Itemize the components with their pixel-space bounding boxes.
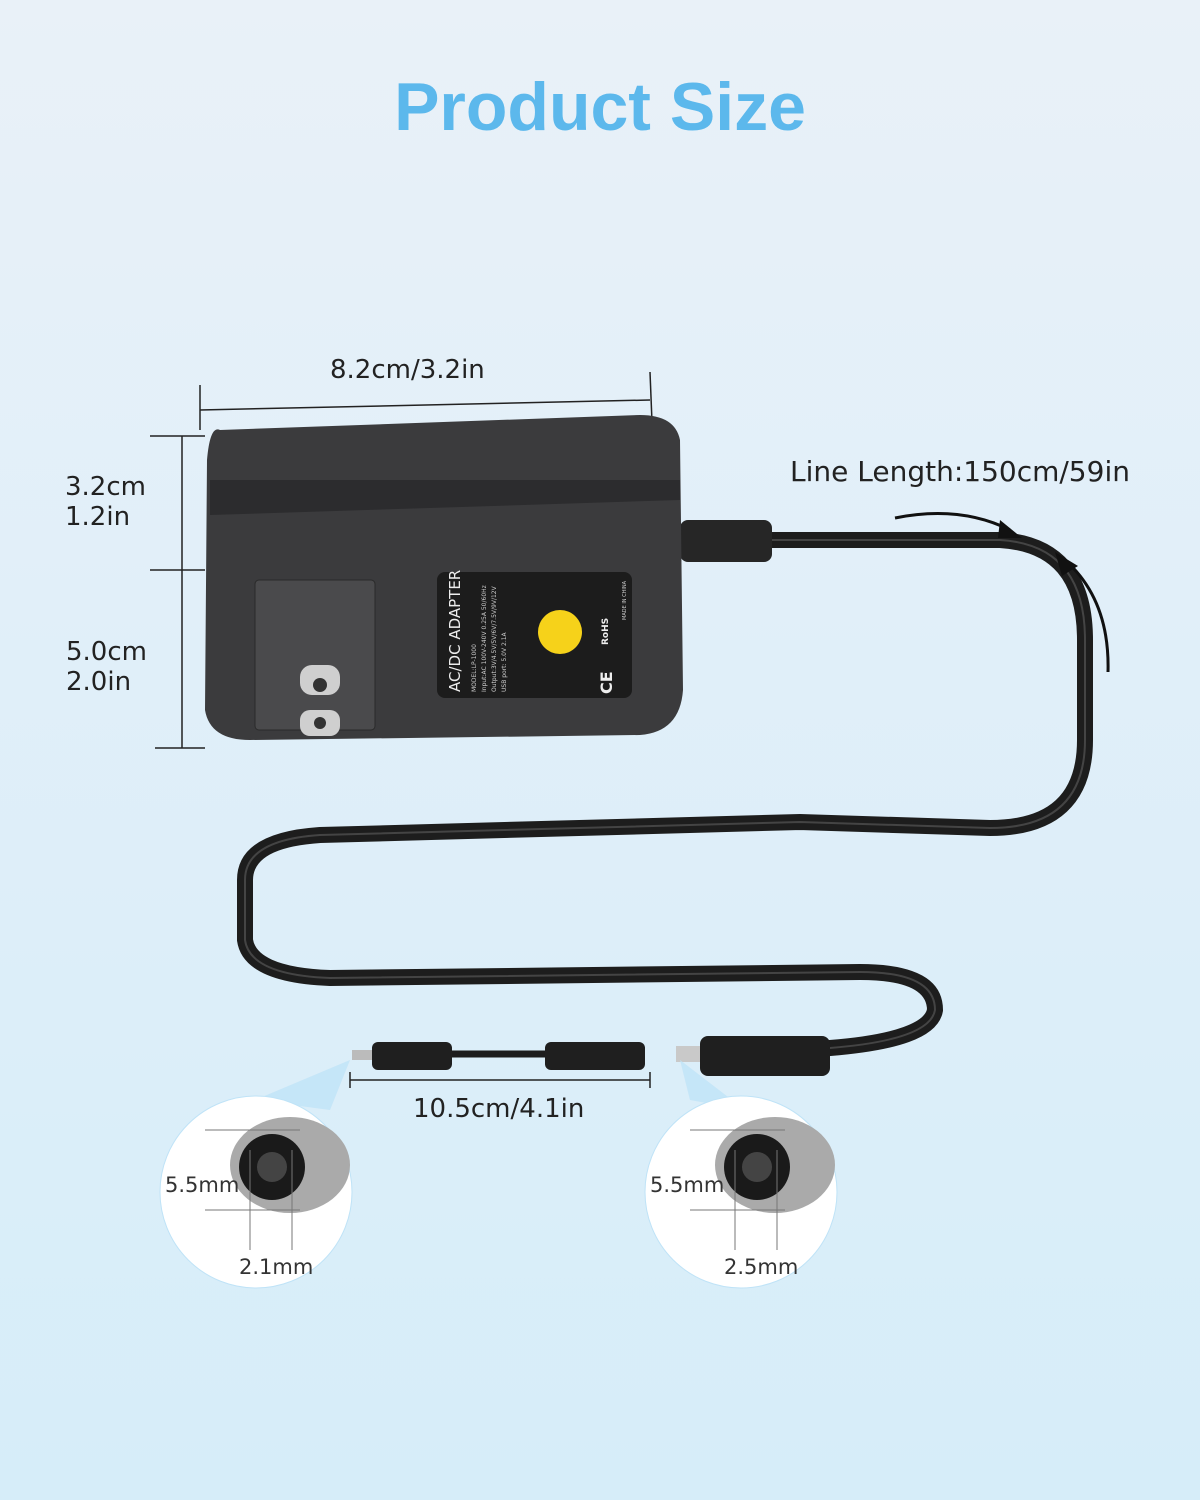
arrow-head-icon: [1055, 552, 1078, 576]
adapter-body: AC/DC ADAPTER MODEL:LP-1000 Input:AC 100…: [205, 415, 683, 740]
label-output: Output:3V/4.5V/5V/6V/7.5V/9V/12V: [491, 585, 498, 692]
line-length-arrows: [894, 512, 1110, 673]
depth-in-label: 1.2in: [65, 502, 131, 532]
height-in-label: 2.0in: [66, 667, 132, 697]
left-outer-diameter: 5.5mm: [165, 1173, 240, 1197]
cable: [237, 532, 1093, 1058]
arrow-head-icon: [998, 520, 1022, 538]
rohs-mark: RoHS: [601, 618, 611, 645]
ce-mark: CE: [597, 671, 616, 694]
label-model: MODEL:LP-1000: [471, 644, 478, 692]
height-cm-label: 5.0cm: [66, 637, 147, 667]
depth-cm-label: 3.2cm: [65, 472, 146, 502]
strain-relief: [680, 520, 772, 562]
connector-zoom-left: [159, 1060, 353, 1289]
dc-connectors: [352, 1036, 830, 1076]
dimension-lines: [150, 371, 653, 1088]
width-label: 8.2cm/3.2in: [330, 355, 485, 385]
label-usb: USB port: 5.0V 2.1A: [501, 631, 508, 692]
left-inner-diameter: 2.1mm: [239, 1255, 314, 1279]
page-title: Product Size: [394, 69, 806, 145]
line-length-label: Line Length:150cm/59in: [790, 455, 1130, 488]
right-inner-diameter: 2.5mm: [724, 1255, 799, 1279]
connector-zoom-right: [644, 1060, 838, 1289]
label-name: AC/DC ADAPTER: [446, 570, 464, 692]
label-origin: MADE IN CHINA: [622, 580, 628, 620]
label-input: Input:AC 100V-240V 0.25A 50/60Hz: [481, 585, 488, 692]
right-outer-diameter: 5.5mm: [650, 1173, 725, 1197]
adapter-cable-length-label: 10.5cm/4.1in: [413, 1094, 585, 1124]
